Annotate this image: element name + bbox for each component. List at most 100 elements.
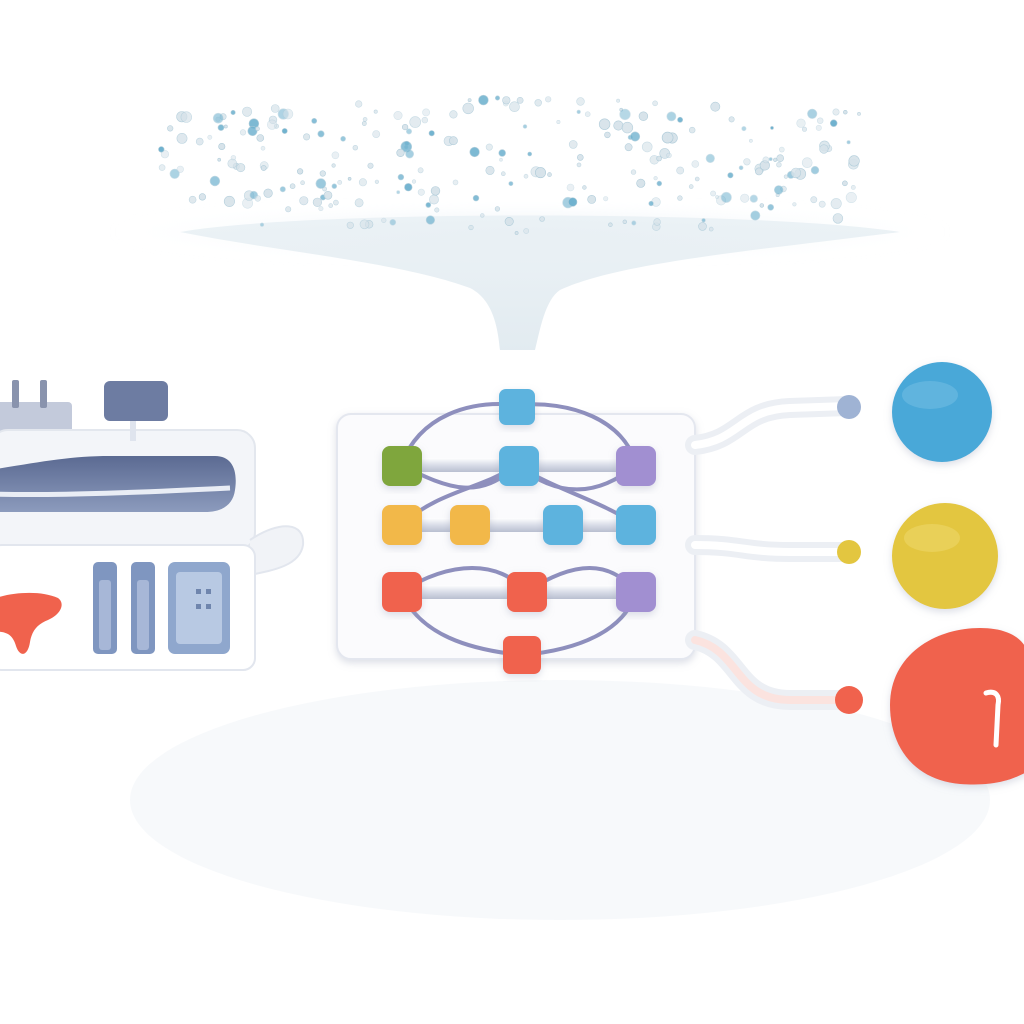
particle-dot [279,186,286,193]
particle-dot [848,155,860,167]
particle-dot [352,145,358,151]
particle-dot [223,124,228,129]
particle-dot [522,124,528,129]
particle-dot [514,231,519,235]
particle-dot [819,144,829,154]
particle-dot [740,193,750,203]
particle-dot [498,149,506,157]
particle-dot [239,129,247,136]
particle-dot [502,96,511,105]
node-top-blue [499,389,535,425]
particle-dot [694,176,700,182]
particle-dot [176,132,188,144]
particle-dot [778,146,785,153]
mist-funnel [180,215,900,350]
particle-dot [359,219,370,230]
particle-dot [710,190,716,197]
particle-dot [523,173,529,179]
particle-dot [630,131,641,142]
particle-dot [832,213,844,224]
particle-dot [666,111,677,122]
particle-dot [259,222,265,227]
particle-dot [421,116,428,124]
particle-dot [504,217,514,227]
particle-dot [374,179,380,184]
node-green [382,446,422,486]
particle-dot [619,108,631,121]
connector-tip-red [835,686,863,714]
particle-dot [333,199,339,206]
particle-dot [755,167,763,176]
particle-dot [212,112,224,124]
particle-dot [857,112,861,116]
particle-dot [448,136,458,146]
particle-dot [698,222,707,231]
particle-dot [402,123,409,131]
particle-dot [289,183,296,189]
particle-dot [468,224,474,231]
particle-dot [850,184,856,190]
particle-dot [354,198,364,208]
particle-dot [576,97,585,106]
particle-dot [462,102,474,115]
particle-dot [516,97,524,104]
particle-dot [282,108,294,120]
particle-dot [429,194,439,205]
device-tray-highlight [0,485,231,498]
particle-dot [750,210,761,221]
particle-dot [411,179,417,184]
particle-dot [297,168,304,175]
particle-dot [303,133,311,141]
particle-dot [396,148,405,157]
particle-dot [452,179,459,186]
node-red-left [382,572,422,612]
particle-dot [176,165,184,173]
particle-dot [738,165,744,171]
particle-dot [494,95,500,101]
particle-dot [653,218,661,226]
particle-dot [223,195,235,207]
particle-dot [582,185,587,190]
particle-dot [227,158,238,169]
particle-dot [656,180,662,187]
particle-dot [616,98,621,103]
particle-dot [319,170,326,177]
particle-dot [566,183,575,192]
particle-dot [428,130,435,137]
particle-dot [815,124,822,131]
particle-dot [485,165,495,175]
particle-dot [810,196,818,204]
particle-dot [842,180,848,187]
particle-dot [318,206,324,212]
particle-dot [256,134,265,142]
output-connectors [685,396,858,710]
particle-dot [198,193,206,201]
particle-dot [701,218,706,223]
particle-dot [346,221,354,229]
particle-dot [727,172,734,179]
particle-dots [158,94,861,235]
particle-dot [792,202,797,207]
particle-dot [361,121,367,126]
particle-dot [242,106,253,117]
particle-dot [773,185,784,195]
particle-dot [478,94,489,106]
network-nodes [382,389,656,674]
particle-dot [389,219,397,226]
particle-dot [652,100,658,107]
particle-dot [653,176,658,181]
particle-dot [169,168,180,179]
particle-dot [331,183,337,189]
particle-dot [247,126,258,137]
particle-dot [467,98,472,103]
node-purple-row1 [616,446,656,486]
particle-dot [608,222,613,227]
particle-dot [195,137,204,146]
node-red-mid [507,572,547,612]
particle-dot [409,116,422,128]
particle-dot [160,150,169,159]
particle-dot [776,162,782,168]
particle-dot [509,101,520,112]
particle-dot [362,117,368,122]
